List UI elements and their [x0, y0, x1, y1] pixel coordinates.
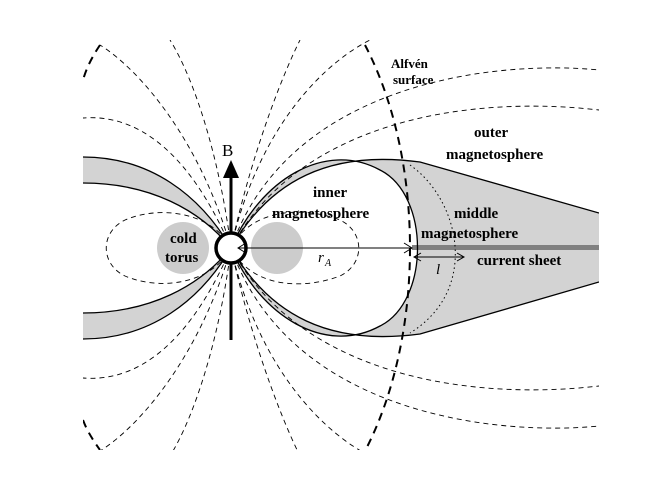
r-a-subscript: A	[324, 258, 332, 269]
inner-label-line1: inner	[313, 185, 348, 201]
b-label: B	[222, 141, 233, 160]
r-a-arrowhead-left	[237, 242, 247, 254]
b-arrowhead	[223, 160, 239, 178]
inner-label-line2: magnetosphere	[272, 206, 370, 222]
alfven-label-line2: surface	[393, 72, 434, 87]
inner-magnetosphere-boundary	[230, 159, 418, 337]
outer-boundary-right	[230, 158, 599, 338]
l-arrowhead-left	[412, 252, 422, 262]
l-arrowhead-right	[456, 252, 466, 262]
alfven-surface-left	[83, 44, 101, 450]
outer-boundary-left	[83, 156, 232, 340]
cold-label-line2: torus	[165, 250, 198, 266]
magnetosphere-band	[83, 157, 599, 339]
current-sheet	[412, 245, 599, 250]
outer-label-line1: outer	[474, 125, 508, 141]
cold-torus-left	[157, 222, 209, 274]
middle-label-line2: magnetosphere	[421, 226, 519, 242]
field-lines-right	[230, 40, 599, 450]
l-scale-arc	[409, 164, 456, 334]
alfven-surface	[364, 44, 411, 450]
outer-label-line2: magnetosphere	[446, 147, 544, 163]
cold-label-line1: cold	[170, 231, 197, 247]
r-a-arrowhead-right	[403, 242, 413, 254]
field-lines-left	[83, 40, 232, 450]
current-sheet-label: current sheet	[477, 253, 561, 269]
l-label: l	[436, 262, 440, 278]
r-a-label: r	[318, 250, 324, 266]
alfven-label-line1: Alfvén	[391, 56, 429, 71]
middle-label-line1: middle	[454, 206, 499, 222]
inner-boundary-left	[83, 182, 232, 314]
